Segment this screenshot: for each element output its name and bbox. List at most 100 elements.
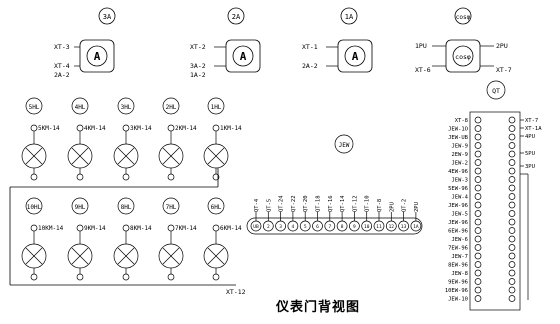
qt-left-wire-2: JEW-UB bbox=[448, 135, 469, 141]
qt-left-terminal-21 bbox=[474, 295, 482, 302]
qt-right-wire-0: XT-7 bbox=[525, 118, 538, 124]
qt-left-terminal-4 bbox=[474, 150, 482, 158]
qt-left-wire-17: 8EW-96 bbox=[448, 263, 468, 269]
qt-left-terminal-17 bbox=[474, 261, 482, 268]
qt-left-terminal-10 bbox=[474, 201, 482, 209]
lamp-top-label-bubble-0 bbox=[25, 97, 43, 115]
lamp-top-terminal-bottom-0 bbox=[30, 173, 38, 181]
lamp-terminal-label: XT-12 bbox=[226, 288, 246, 296]
lamp-top-label-bubble-4 bbox=[207, 97, 225, 115]
qt-right-terminal-3 bbox=[508, 142, 516, 149]
lamp-top-wire-4: 1KM-14 bbox=[220, 125, 242, 132]
jew-wire-11: 2PU bbox=[389, 202, 395, 212]
lamp-bottom-id-1: 9HL bbox=[75, 204, 86, 211]
meter-1a-label-bubble bbox=[340, 7, 358, 25]
lamp-top-terminal-top-4 bbox=[212, 124, 220, 132]
qt-left-terminal-14 bbox=[474, 235, 482, 243]
meter-2a-wire-2: 3A-2 bbox=[190, 62, 206, 70]
jew-wire-12: QT-2 bbox=[402, 199, 408, 212]
qt-right-wire-3: 5PU bbox=[525, 151, 535, 157]
jew-wire-8: QT-12 bbox=[352, 195, 358, 212]
jew-wire-4: QT-20 bbox=[303, 195, 309, 212]
qt-left-wire-9: JEW-4 bbox=[451, 195, 468, 201]
lamp-top-terminal-bottom-4 bbox=[212, 173, 220, 181]
lamp-bottom-label-bubble-3 bbox=[162, 197, 180, 215]
lamp-top-terminal-top-1 bbox=[76, 124, 84, 132]
lamp-top-wire-1: 4KM-14 bbox=[84, 125, 106, 132]
qt-left-wire-14: JEW-6 bbox=[451, 237, 468, 243]
qt-right-terminal-12 bbox=[508, 218, 516, 226]
qt-right-terminal-5 bbox=[508, 159, 516, 166]
meter-1a-wire-1: XT-1 bbox=[302, 43, 318, 51]
jew-wire-5: QT-18 bbox=[316, 195, 322, 212]
jew-terminal-label-8: 9 bbox=[353, 224, 356, 230]
meter-1a-symbol: A bbox=[352, 50, 359, 63]
meter-cos-label-bubble bbox=[454, 7, 472, 25]
qt-switch-body bbox=[469, 111, 521, 311]
jew-id: JEW bbox=[339, 142, 350, 149]
qt-left-wire-6: 4EW-96 bbox=[448, 169, 468, 175]
qt-left-wire-1: JEW-1O bbox=[448, 127, 468, 133]
meter-cos-wire-1: 1PU bbox=[415, 42, 427, 50]
qt-left-terminal-20 bbox=[474, 286, 482, 294]
qt-id: QT bbox=[492, 87, 500, 95]
lamp-top-wire-2: 3KM-14 bbox=[130, 125, 152, 132]
meter-3a-body bbox=[79, 39, 115, 73]
lamp-bottom-id-2: 8HL bbox=[121, 204, 132, 211]
qt-left-terminal-6 bbox=[474, 167, 482, 175]
lamp-top-wire-0: 5KM-14 bbox=[38, 125, 60, 132]
lamp-bottom-wire-3: 7KM-14 bbox=[175, 225, 197, 232]
lamp-bottom-label-bubble-4 bbox=[207, 197, 225, 215]
lamp-bottom-label-bubble-0 bbox=[25, 197, 43, 215]
qt-left-terminal-8 bbox=[474, 184, 482, 192]
lamp-top-wire-3: 2KM-14 bbox=[175, 125, 197, 132]
lamp-bottom-wire-4: 6KM-14 bbox=[220, 225, 242, 232]
jew-terminal-label-9: 10 bbox=[364, 224, 370, 230]
qt-right-terminal-1 bbox=[508, 125, 516, 132]
jew-label-bubble bbox=[334, 134, 354, 154]
qt-left-terminal-18 bbox=[474, 269, 482, 277]
meter-2a-wire-3: 1A-2 bbox=[190, 71, 206, 79]
lamp-bottom-id-4: 6HL bbox=[211, 204, 222, 211]
lamp-top-id-3: 2HL bbox=[166, 104, 177, 111]
qt-left-terminal-5 bbox=[474, 159, 482, 166]
lamp-bottom-terminal-bottom-1 bbox=[76, 273, 84, 281]
qt-left-terminal-13 bbox=[474, 227, 482, 234]
meter-cos-id: cosφ bbox=[456, 14, 471, 21]
meter-3a-symbol: A bbox=[94, 50, 101, 63]
meter-cos-body bbox=[445, 39, 481, 73]
qt-left-wire-18: JEW-8 bbox=[451, 271, 468, 277]
lamp-bottom-terminal-bottom-3 bbox=[167, 273, 175, 281]
lamp-top-id-2: 3HL bbox=[121, 104, 132, 111]
jew-wire-0: QT-4 bbox=[254, 198, 260, 212]
lamp-bottom-wire-2: 8KM-14 bbox=[130, 225, 152, 232]
qt-left-wire-16: JEW-7 bbox=[451, 254, 468, 260]
lamp-bottom-label-bubble-1 bbox=[71, 197, 89, 215]
qt-right-terminal-8 bbox=[508, 184, 516, 192]
qt-right-terminal-6 bbox=[508, 167, 516, 175]
qt-left-terminal-12 bbox=[474, 218, 482, 226]
jew-wire-10: QT-8 bbox=[377, 199, 383, 212]
jew-terminal-label-3: 4 bbox=[292, 224, 295, 230]
qt-left-wire-8: 5EW-96 bbox=[448, 186, 468, 192]
qt-right-terminal-10 bbox=[508, 201, 516, 209]
qt-right-terminal-9 bbox=[508, 193, 516, 200]
qt-right-wire-1: XT-1A bbox=[525, 126, 542, 132]
qt-left-terminal-16 bbox=[474, 252, 482, 260]
qt-label-bubble bbox=[486, 80, 506, 100]
qt-right-terminal-18 bbox=[508, 269, 516, 277]
qt-left-terminal-9 bbox=[474, 193, 482, 200]
meter-1a-dial bbox=[344, 45, 366, 67]
meter-1a-wire-2: 2A-2 bbox=[302, 62, 318, 70]
qt-left-wire-7: JEW-3 bbox=[451, 178, 468, 184]
lamp-top-terminal-top-0 bbox=[30, 124, 38, 132]
lamp-top-label-bubble-3 bbox=[162, 97, 180, 115]
meter-2a-body bbox=[225, 39, 261, 73]
lamp-top-terminal-bottom-3 bbox=[167, 173, 175, 181]
jew-terminal-label-10: 11 bbox=[376, 224, 382, 230]
meter-3a-id: 3A bbox=[103, 13, 112, 21]
qt-left-terminal-19 bbox=[474, 278, 482, 285]
drawing-title: 仪表门背视图 bbox=[276, 300, 361, 315]
jew-terminal-label-2: 3 bbox=[279, 224, 282, 230]
jew-terminal-label-4: 5 bbox=[304, 224, 307, 230]
